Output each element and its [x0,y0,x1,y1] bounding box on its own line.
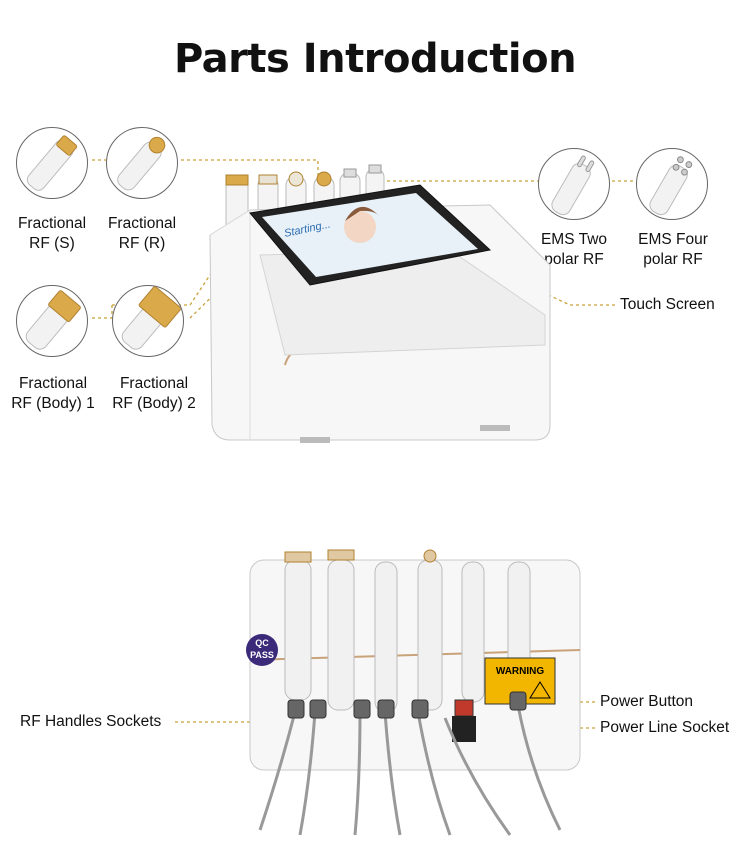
label-fractional-rf-body1: Fractional RF (Body) 1 [6,374,100,414]
qc-badge-line1: QC [255,638,269,648]
label-line: RF (Body) 2 [112,395,196,412]
label-line: RF (R) [118,235,166,252]
label-ems-four-polar: EMS Four polar RF [626,230,720,270]
label-line: Fractional [107,215,177,232]
label-line: EMS Four [638,231,708,248]
label-fractional-rf-body2: Fractional RF (Body) 2 [104,374,204,414]
qc-badge-line2: PASS [250,650,274,660]
label-power-line-socket: Power Line Socket [600,719,730,736]
label-fractional-rf-s: Fractional RF (S) [8,214,96,254]
label-line: RF (Body) 1 [11,395,95,412]
device-back-view: QC PASS WARNING [240,540,590,840]
label-touch-screen: Touch Screen [620,296,715,313]
label-rf-handles-sockets: RF Handles Sockets [20,713,162,730]
label-line: polar RF [643,251,703,268]
label-fractional-rf-r: Fractional RF (R) [98,214,186,254]
fractional-rf-body1-thumbnail [16,285,88,357]
page-title: Parts Introduction [173,36,577,82]
label-line: polar RF [544,251,604,268]
warning-label: WARNING [496,666,545,677]
device-front-view: Starting... [190,155,560,445]
label-ems-two-polar: EMS Two polar RF [528,230,620,270]
label-line: EMS Two [540,231,608,248]
label-line: Fractional [119,375,189,392]
label-line: RF (S) [29,235,75,252]
fractional-rf-body2-thumbnail [112,285,184,357]
ems-four-polar-thumbnail [636,148,708,220]
fractional-rf-r-thumbnail [106,127,178,199]
ems-two-polar-thumbnail [538,148,610,220]
label-power-button: Power Button [600,693,694,710]
fractional-rf-s-thumbnail [16,127,88,199]
label-line: Fractional [17,215,87,232]
label-line: Fractional [18,375,88,392]
